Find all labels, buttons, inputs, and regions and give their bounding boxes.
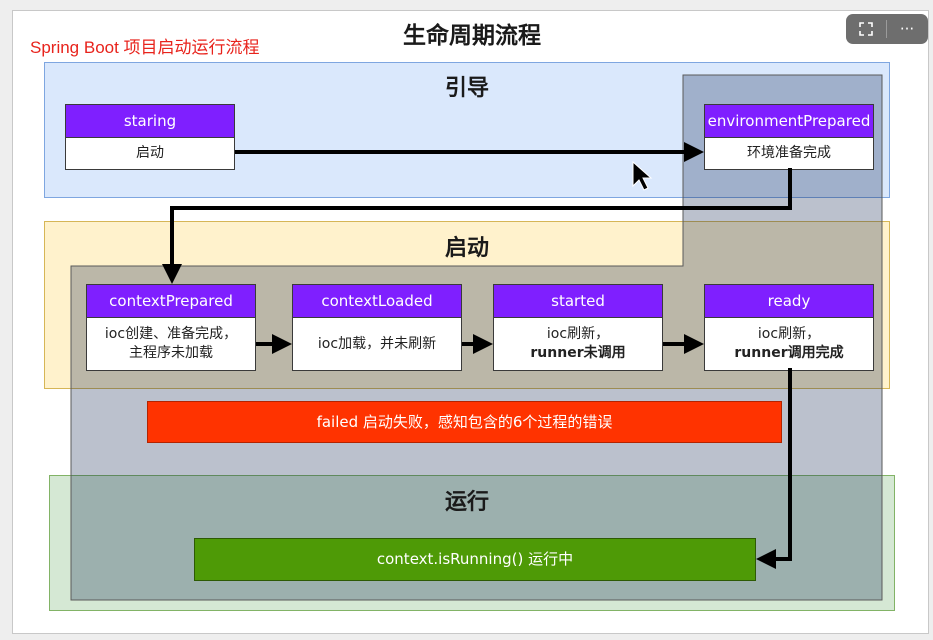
node-context-prepared-desc-line2: 主程序未加载 bbox=[129, 345, 213, 361]
node-ready-name: ready bbox=[705, 285, 873, 317]
node-context-prepared-desc-line1: ioc创建、准备完成， bbox=[104, 326, 238, 342]
more-button[interactable]: ··· bbox=[899, 20, 915, 38]
region-boot-title: 引导 bbox=[444, 76, 489, 101]
node-started-name: started bbox=[494, 285, 662, 317]
expand-icon bbox=[859, 22, 873, 36]
node-staring-desc: 启动 bbox=[136, 145, 164, 161]
node-context-loaded: contextLoaded ioc加载，并未刷新 bbox=[292, 284, 462, 371]
expand-button[interactable] bbox=[846, 14, 886, 44]
node-staring: staring 启动 bbox=[65, 104, 235, 170]
node-ready: ready ioc刷新， runner调用完成 bbox=[704, 284, 874, 371]
node-context-loaded-name: contextLoaded bbox=[293, 285, 461, 317]
node-started: started ioc刷新， runner未调用 bbox=[493, 284, 663, 371]
viewer-controls: ··· bbox=[846, 14, 928, 44]
running-state-bar: context.isRunning() 运行中 bbox=[194, 538, 756, 581]
region-start-title: 启动 bbox=[444, 236, 489, 261]
diagram-title: 生命周期流程 bbox=[403, 23, 541, 49]
diagram-subtitle: Spring Boot 项目启动运行流程 bbox=[30, 38, 260, 57]
node-context-prepared: contextPrepared ioc创建、准备完成， 主程序未加载 bbox=[86, 284, 256, 371]
node-environment-prepared-name: environmentPrepared bbox=[705, 105, 873, 137]
node-started-desc-line2: runner未调用 bbox=[530, 345, 626, 361]
failed-event-bar: failed 启动失败，感知包含的6个过程的错误 bbox=[147, 401, 782, 443]
node-staring-name: staring bbox=[66, 105, 234, 137]
node-ready-desc-line2: runner调用完成 bbox=[734, 345, 844, 361]
node-context-loaded-desc: ioc加载，并未刷新 bbox=[317, 335, 437, 352]
node-environment-prepared: environmentPrepared 环境准备完成 bbox=[704, 104, 874, 170]
node-environment-prepared-desc: 环境准备完成 bbox=[747, 145, 831, 161]
node-ready-desc-line1: ioc刷新， bbox=[757, 326, 821, 342]
controls-divider bbox=[886, 20, 887, 38]
region-run-title: 运行 bbox=[444, 490, 489, 515]
node-context-prepared-name: contextPrepared bbox=[87, 285, 255, 317]
node-started-desc-line1: ioc刷新， bbox=[546, 326, 610, 342]
